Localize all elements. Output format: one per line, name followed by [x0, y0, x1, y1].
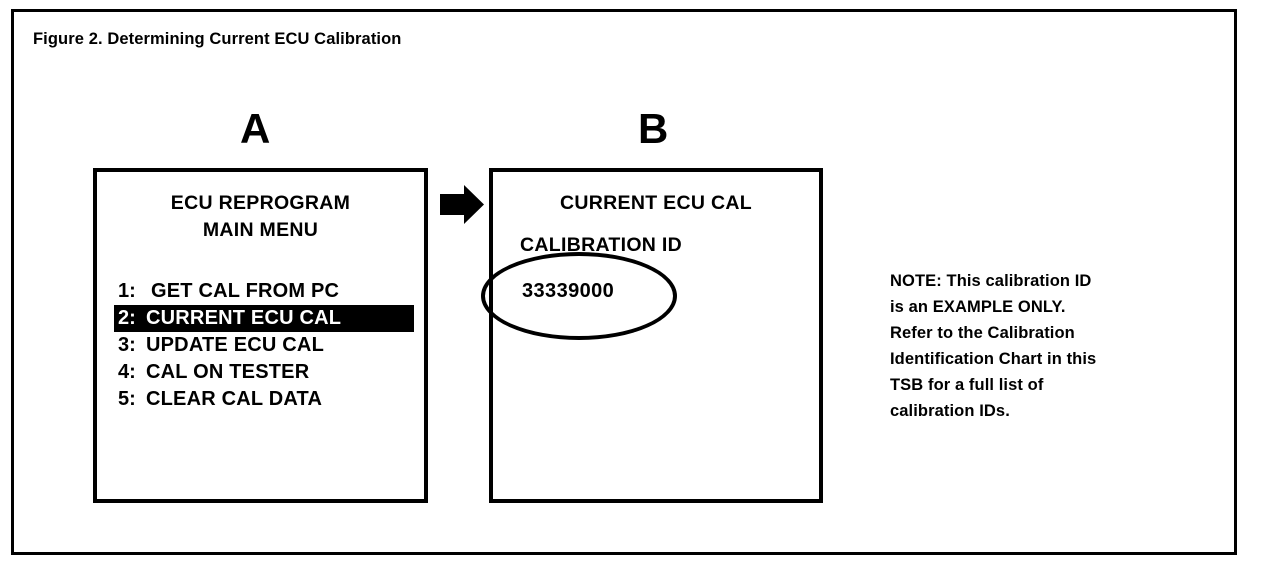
- note-line: Refer to the Calibration: [890, 324, 1075, 342]
- panel-label-b: B: [638, 105, 669, 152]
- menu-item-number: 5:: [118, 388, 136, 410]
- menu-item-number: 2:: [118, 307, 136, 329]
- menu-item-label: CAL ON TESTER: [146, 361, 310, 383]
- menu-item-number: 3:: [118, 334, 136, 356]
- panel-b-subheader: CALIBRATION ID: [520, 234, 682, 256]
- menu-item-label: CURRENT ECU CAL: [146, 307, 342, 329]
- panel-label-a: A: [240, 105, 271, 152]
- menu-item-label: UPDATE ECU CAL: [146, 334, 324, 356]
- ecu-reprogram-menu-list: 1: GET CAL FROM PC 2: CURRENT ECU CAL 3:…: [114, 278, 414, 413]
- menu-item-current-ecu-cal[interactable]: 2: CURRENT ECU CAL: [114, 305, 414, 332]
- note-line: Identification Chart in this: [890, 350, 1097, 368]
- note-line: is an EXAMPLE ONLY.: [890, 298, 1066, 316]
- menu-item-label: CLEAR CAL DATA: [146, 388, 323, 410]
- menu-item-cal-on-tester[interactable]: 4: CAL ON TESTER: [114, 359, 414, 386]
- menu-item-number: 4:: [118, 361, 136, 383]
- calibration-id-highlight-ellipse: [481, 252, 677, 340]
- menu-item-number: 1:: [118, 280, 136, 302]
- panel-a-ecu-reprogram-main-menu: ECU REPROGRAM MAIN MENU 1: GET CAL FROM …: [93, 168, 428, 503]
- menu-item-update-ecu-cal[interactable]: 3: UPDATE ECU CAL: [114, 332, 414, 359]
- panel-b-title: CURRENT ECU CAL: [560, 192, 752, 214]
- note-text-block: NOTE: This calibration ID is an EXAMPLE …: [890, 268, 1180, 424]
- note-line: calibration IDs.: [890, 402, 1010, 420]
- panel-a-title-line-1: ECU REPROGRAM: [170, 192, 351, 214]
- figure-outer-border: [11, 9, 1237, 555]
- right-arrow-icon: [440, 185, 484, 224]
- panel-a-title-line-2: MAIN MENU: [202, 219, 319, 241]
- menu-item-clear-cal-data[interactable]: 5: CLEAR CAL DATA: [114, 386, 414, 413]
- menu-item-get-cal-from-pc[interactable]: 1: GET CAL FROM PC: [114, 278, 414, 305]
- menu-item-label: GET CAL FROM PC: [151, 280, 340, 302]
- figure-title: Figure 2. Determining Current ECU Calibr…: [33, 30, 402, 48]
- note-line: NOTE: This calibration ID: [890, 272, 1092, 290]
- note-line: TSB for a full list of: [890, 376, 1044, 394]
